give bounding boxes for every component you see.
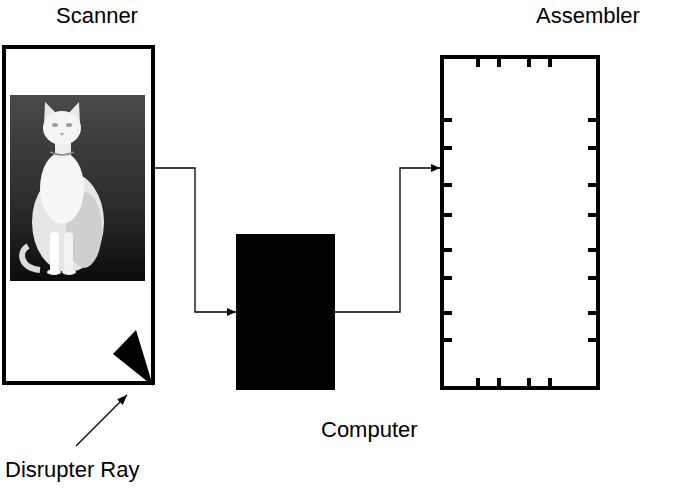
arrow-connector (335, 168, 440, 312)
scanner-box: Scanner (2, 45, 155, 385)
cat-nose (60, 133, 64, 136)
node-heading: Scanner (56, 5, 138, 27)
photo-ground (10, 95, 145, 281)
leader-line (76, 395, 127, 446)
node-heading: Assembler (536, 5, 640, 27)
cat-chest (40, 152, 84, 224)
cat-tail (22, 246, 40, 270)
cat-paw (47, 269, 61, 275)
assembler-box: Assembler (440, 55, 600, 390)
cat-photo (10, 95, 145, 281)
cat-eye (52, 123, 58, 127)
node-heading: Computer (321, 419, 418, 441)
cat-eye (66, 123, 72, 127)
cat-collar (50, 152, 74, 155)
cat-leg (50, 232, 59, 272)
disrupter-ray-emitter (113, 330, 153, 386)
cat-head (43, 111, 81, 145)
arrow-connector (155, 168, 236, 312)
cat-leg (64, 232, 73, 272)
cat-paw (62, 269, 76, 275)
computer-box: Computer (236, 234, 335, 390)
callout-label: Disrupter Ray (5, 459, 139, 481)
assembler-ticks (440, 55, 600, 390)
